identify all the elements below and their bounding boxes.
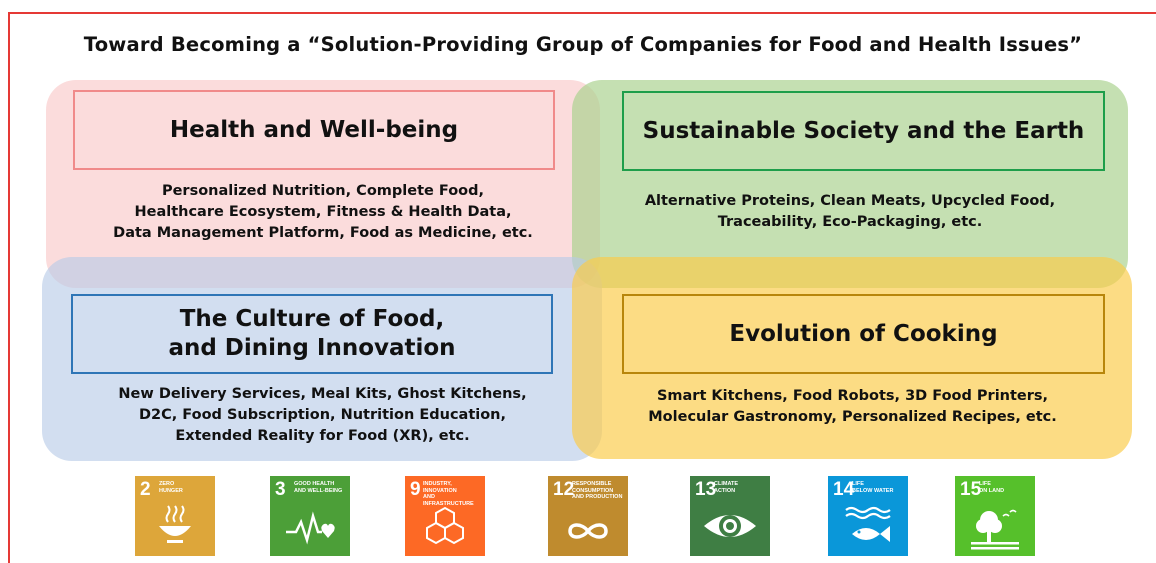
health-line-2: Healthcare Ecosystem, Fitness & Health D… bbox=[134, 204, 512, 220]
health-heading: Health and Well-being bbox=[169, 117, 459, 143]
quadrant-sustainable-background bbox=[572, 80, 1128, 288]
sdg-13-tile: 13 CLIMATE ACTION bbox=[690, 476, 770, 556]
page-title: Toward Becoming a “Solution-Providing Gr… bbox=[83, 33, 1083, 56]
sdg-14-number: 14 bbox=[833, 479, 855, 500]
quadrant-cooking-background bbox=[572, 257, 1132, 459]
health-description: Personalized Nutrition, Complete Food, H… bbox=[50, 181, 596, 244]
culture-heading-box: The Culture of Food, and Dining Innovati… bbox=[71, 294, 553, 374]
bowl-icon bbox=[159, 505, 191, 543]
cooking-description: Smart Kitchens, Food Robots, 3D Food Pri… bbox=[575, 386, 1130, 428]
sdg-3-tile: 3 GOOD HEALTH AND WELL-BEING bbox=[270, 476, 350, 556]
sdg-9-label: INDUSTRY, INNOVATION AND INFRASTRUCTURE bbox=[423, 481, 474, 507]
sdg-12-number: 12 bbox=[553, 479, 575, 500]
sdg-9-number: 9 bbox=[410, 479, 421, 500]
cooking-heading: Evolution of Cooking bbox=[729, 321, 998, 347]
frame-top-border bbox=[8, 12, 1156, 14]
quadrant-culture-background bbox=[42, 257, 602, 461]
eye-globe-icon bbox=[704, 515, 756, 537]
cooking-line-2: Molecular Gastronomy, Personalized Recip… bbox=[648, 409, 1057, 425]
heartbeat-icon bbox=[286, 511, 335, 545]
sdg-9-tile: 9 INDUSTRY, INNOVATION AND INFRASTRUCTUR… bbox=[405, 476, 485, 556]
sustainable-heading: Sustainable Society and the Earth bbox=[642, 118, 1085, 144]
culture-heading-line-1: The Culture of Food, bbox=[179, 306, 445, 333]
health-line-1: Personalized Nutrition, Complete Food, bbox=[161, 183, 485, 199]
sdg-3-number: 3 bbox=[275, 479, 286, 500]
health-line-3: Data Management Platform, Food as Medici… bbox=[113, 225, 533, 241]
sdg-12-label: RESPONSIBLE CONSUMPTION AND PRODUCTION bbox=[572, 481, 623, 500]
cooking-heading-box: Evolution of Cooking bbox=[622, 294, 1105, 374]
sdg-2-label: ZERO HUNGER bbox=[159, 481, 183, 494]
quadrant-health-background bbox=[46, 80, 600, 288]
sdg-12-tile: 12 RESPONSIBLE CONSUMPTION AND PRODUCTIO… bbox=[548, 476, 628, 556]
sdg-2-tile: 2 ZERO HUNGER bbox=[135, 476, 215, 556]
sustainable-description: Alternative Proteins, Clean Meats, Upcyc… bbox=[575, 191, 1125, 233]
sdg-14-label: LIFE BELOW WATER bbox=[852, 481, 894, 494]
sdg-2-number: 2 bbox=[140, 479, 151, 500]
fish-icon bbox=[845, 506, 891, 542]
cooking-line-1: Smart Kitchens, Food Robots, 3D Food Pri… bbox=[656, 388, 1049, 404]
health-heading-box: Health and Well-being bbox=[73, 90, 555, 170]
sdg-15-number: 15 bbox=[960, 479, 982, 500]
sdg-14-tile: 14 LIFE BELOW WATER bbox=[828, 476, 908, 556]
culture-description: New Delivery Services, Meal Kits, Ghost … bbox=[45, 384, 600, 447]
sustainable-line-1: Alternative Proteins, Clean Meats, Upcyc… bbox=[644, 193, 1056, 209]
culture-line-1: New Delivery Services, Meal Kits, Ghost … bbox=[118, 386, 527, 402]
sdg-15-tile: 15 LIFE ON LAND bbox=[955, 476, 1035, 556]
sustainable-line-2: Traceability, Eco-Packaging, etc. bbox=[717, 214, 983, 230]
culture-line-3: Extended Reality for Food (XR), etc. bbox=[175, 428, 470, 444]
sdg-15-label: LIFE ON LAND bbox=[979, 481, 1005, 494]
sdg-13-number: 13 bbox=[695, 479, 717, 500]
sustainable-heading-box: Sustainable Society and the Earth bbox=[622, 91, 1105, 171]
culture-heading-line-2: and Dining Innovation bbox=[168, 335, 456, 361]
culture-line-2: D2C, Food Subscription, Nutrition Educat… bbox=[138, 407, 507, 423]
tree-icon bbox=[971, 509, 1019, 550]
frame-left-border bbox=[8, 12, 10, 563]
infinity-icon bbox=[568, 523, 608, 539]
cubes-icon bbox=[426, 506, 464, 545]
sdg-3-label: GOOD HEALTH AND WELL-BEING bbox=[294, 481, 343, 494]
sdg-13-label: CLIMATE ACTION bbox=[714, 481, 739, 494]
